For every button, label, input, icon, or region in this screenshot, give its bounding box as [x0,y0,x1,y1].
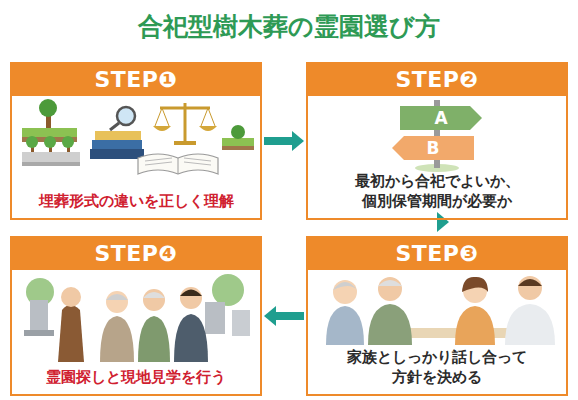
step-description: 霊園探しと現地見学を行う [42,363,230,394]
step-card: STEP❶ 埋葬形式の違いを正しく理解 [10,62,262,220]
sign-letter: A [434,110,447,127]
sign-letter: B [427,140,440,157]
diagram-title: 合祀型樹木葬の霊園選び方 [0,10,578,43]
step-description: 埋葬形式の違いを正しく理解 [35,187,238,218]
step-heading: STEP❷ [308,64,566,96]
family-talk-illustration [326,276,555,345]
step-heading: STEP❶ [12,64,260,96]
signpost-illustration [392,100,482,172]
flow-arrow [276,312,304,320]
step-heading: STEP❹ [12,238,260,270]
cemetery-visit-illustration [24,274,250,362]
step-heading: STEP❸ [308,238,566,270]
flow-arrow [264,137,292,145]
burial-books-illustration [22,99,254,174]
step-card: STEP❹ 霊園探しと現地見学を行う [10,236,262,396]
step-description: 家族としっかり話し合って方針を決める [341,343,534,395]
step-card: STEP❸ 家族としっかり話し合って方針を決める [306,236,568,396]
step-description: 最初から合祀でよいか、個別保管期間が必要か [348,167,526,219]
